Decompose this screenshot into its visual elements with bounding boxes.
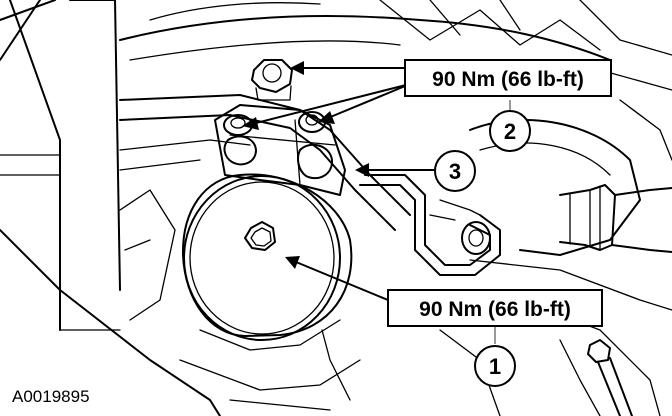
torque-text-top: 90 Nm (66 lb-ft) [432,68,584,91]
arrowhead-pulley-bolt [285,256,300,269]
arrowhead-top-bolt [290,61,304,75]
pipe-assembly [359,174,501,276]
torque-label-bottom: 90 Nm (66 lb-ft) [387,289,603,327]
leader-lines [242,61,511,344]
arrowhead-left-bolt [242,117,259,130]
torque-label-top: 90 Nm (66 lb-ft) [404,59,612,97]
leader-left-bolt [251,83,411,125]
top-mount-bolt [251,59,293,101]
engine-mount-bracket [214,104,346,196]
arrowhead-right-bolt [318,111,335,124]
figure-id: A0019895 [12,387,90,406]
callout-1-number: 1 [489,354,501,379]
leader-right-bolt [327,83,411,119]
arrowhead-callout-3 [355,163,369,177]
leader-pulley-bolt [295,261,389,301]
callout-3: 3 [434,150,476,192]
torque-text-bottom: 90 Nm (66 lb-ft) [419,298,571,321]
pulley [181,173,353,401]
callout-1: 1 [474,345,516,387]
callout-2-number: 2 [504,119,516,144]
callout-2: 2 [489,110,531,152]
callout-3-number: 3 [449,159,461,184]
